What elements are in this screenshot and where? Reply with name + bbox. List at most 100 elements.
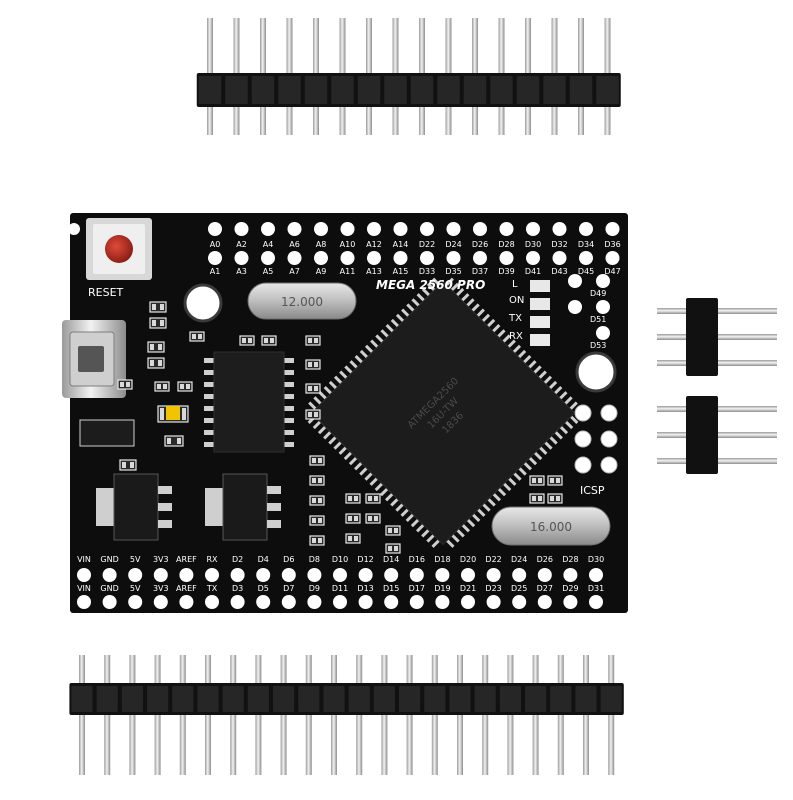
pin-label: D29 <box>562 584 578 593</box>
pin-label: D14 <box>383 555 399 564</box>
pin-pad <box>367 251 381 265</box>
smd-contact <box>308 362 312 367</box>
pin-header-right-upper <box>657 298 777 376</box>
pin-pad <box>420 222 434 236</box>
pin-label: D17 <box>409 584 425 593</box>
smd-contact <box>150 360 154 366</box>
voltage-regulator-right <box>205 473 281 541</box>
voltage-regulator-left <box>96 473 172 541</box>
crystal-12mhz: 12.000 <box>247 282 357 320</box>
header-segment <box>575 686 597 712</box>
pin-label: D30 <box>588 555 604 564</box>
header-segment <box>172 686 194 712</box>
smd-contact <box>318 458 322 463</box>
smd-part <box>147 341 165 353</box>
pin-pad <box>409 595 424 609</box>
pin-label: A3 <box>236 267 247 276</box>
header-segment <box>373 686 395 712</box>
smd-contact <box>308 338 312 343</box>
pin-label: D7 <box>283 584 294 593</box>
smd-contact <box>394 528 398 533</box>
pin-pad <box>208 251 222 265</box>
smd-part <box>345 493 361 504</box>
pin-pad <box>446 222 461 236</box>
pin-pad <box>596 326 610 340</box>
smd-contact <box>198 334 202 339</box>
pin-label: D24 <box>445 240 461 249</box>
pin-label: D4 <box>258 555 269 564</box>
chip-lead <box>282 418 294 423</box>
smd-contact <box>550 496 554 501</box>
smd-part <box>309 495 325 506</box>
header-segment <box>225 76 248 104</box>
pin-label: VIN <box>77 555 91 564</box>
pin-label: VIN <box>77 584 91 593</box>
pin-label: D30 <box>525 240 541 249</box>
smd-contact <box>318 478 322 483</box>
pin-label: D28 <box>498 240 514 249</box>
pin-label: D35 <box>445 267 461 276</box>
smd-contact <box>182 408 186 420</box>
smd-part <box>166 406 180 420</box>
pin-pad <box>486 595 501 609</box>
icsp-pad <box>600 430 618 448</box>
header-segment <box>348 686 370 712</box>
chip-lead <box>282 406 294 411</box>
pin-pad <box>526 251 540 265</box>
pin-label: RX <box>206 555 218 564</box>
header-segment <box>424 686 446 712</box>
header-segment <box>600 686 622 712</box>
smd-contact <box>314 338 318 343</box>
pin-pad <box>552 222 567 236</box>
pin-pad <box>340 222 355 236</box>
pin-label: A4 <box>263 240 274 249</box>
header-segment <box>222 686 244 712</box>
header-segment <box>357 76 381 104</box>
smd-contact <box>538 496 542 501</box>
smd-contact <box>158 344 162 350</box>
header-segment <box>71 686 93 712</box>
smd-contact <box>160 304 164 310</box>
header-segment <box>550 686 572 712</box>
pin-label: D19 <box>434 584 450 593</box>
smd-contact <box>314 386 318 391</box>
pin-pad <box>179 568 194 582</box>
header-segment <box>437 76 460 104</box>
top-pad-rows <box>68 222 620 265</box>
smd-contact <box>120 382 124 387</box>
pin-label: D20 <box>460 555 476 564</box>
smd-part <box>385 543 401 554</box>
pin-label: A9 <box>316 267 327 276</box>
pin-header-top <box>196 18 621 135</box>
smd-contact <box>318 498 322 503</box>
chip-lead <box>204 430 216 435</box>
chip-lead <box>204 370 216 375</box>
pin-label: D18 <box>434 555 450 564</box>
pin-label: D41 <box>525 267 541 276</box>
pin-pad <box>563 595 578 609</box>
pin-label: D21 <box>460 584 476 593</box>
pin-pad <box>596 300 610 314</box>
pin-pad <box>461 595 475 609</box>
crystal-16mhz: 16.000 <box>491 506 611 546</box>
pin-label: GND <box>100 555 118 564</box>
header-segment <box>449 686 471 712</box>
right-pad-column <box>568 274 610 340</box>
header-segment <box>499 686 521 712</box>
pin-pad <box>153 595 168 609</box>
header-segment <box>121 686 143 712</box>
smd-contact <box>314 412 318 417</box>
pin-label: D13 <box>357 584 373 593</box>
smd-part <box>261 335 277 346</box>
icsp-pad <box>574 404 592 422</box>
chip-lead <box>282 394 294 399</box>
pin-pad <box>281 595 296 609</box>
pin-label: D23 <box>485 584 501 593</box>
header-segment <box>399 686 421 712</box>
pin-label: D45 <box>578 267 594 276</box>
pin-pad <box>179 595 194 609</box>
pin-label: 5V <box>130 555 141 564</box>
smd-contact <box>270 338 274 343</box>
